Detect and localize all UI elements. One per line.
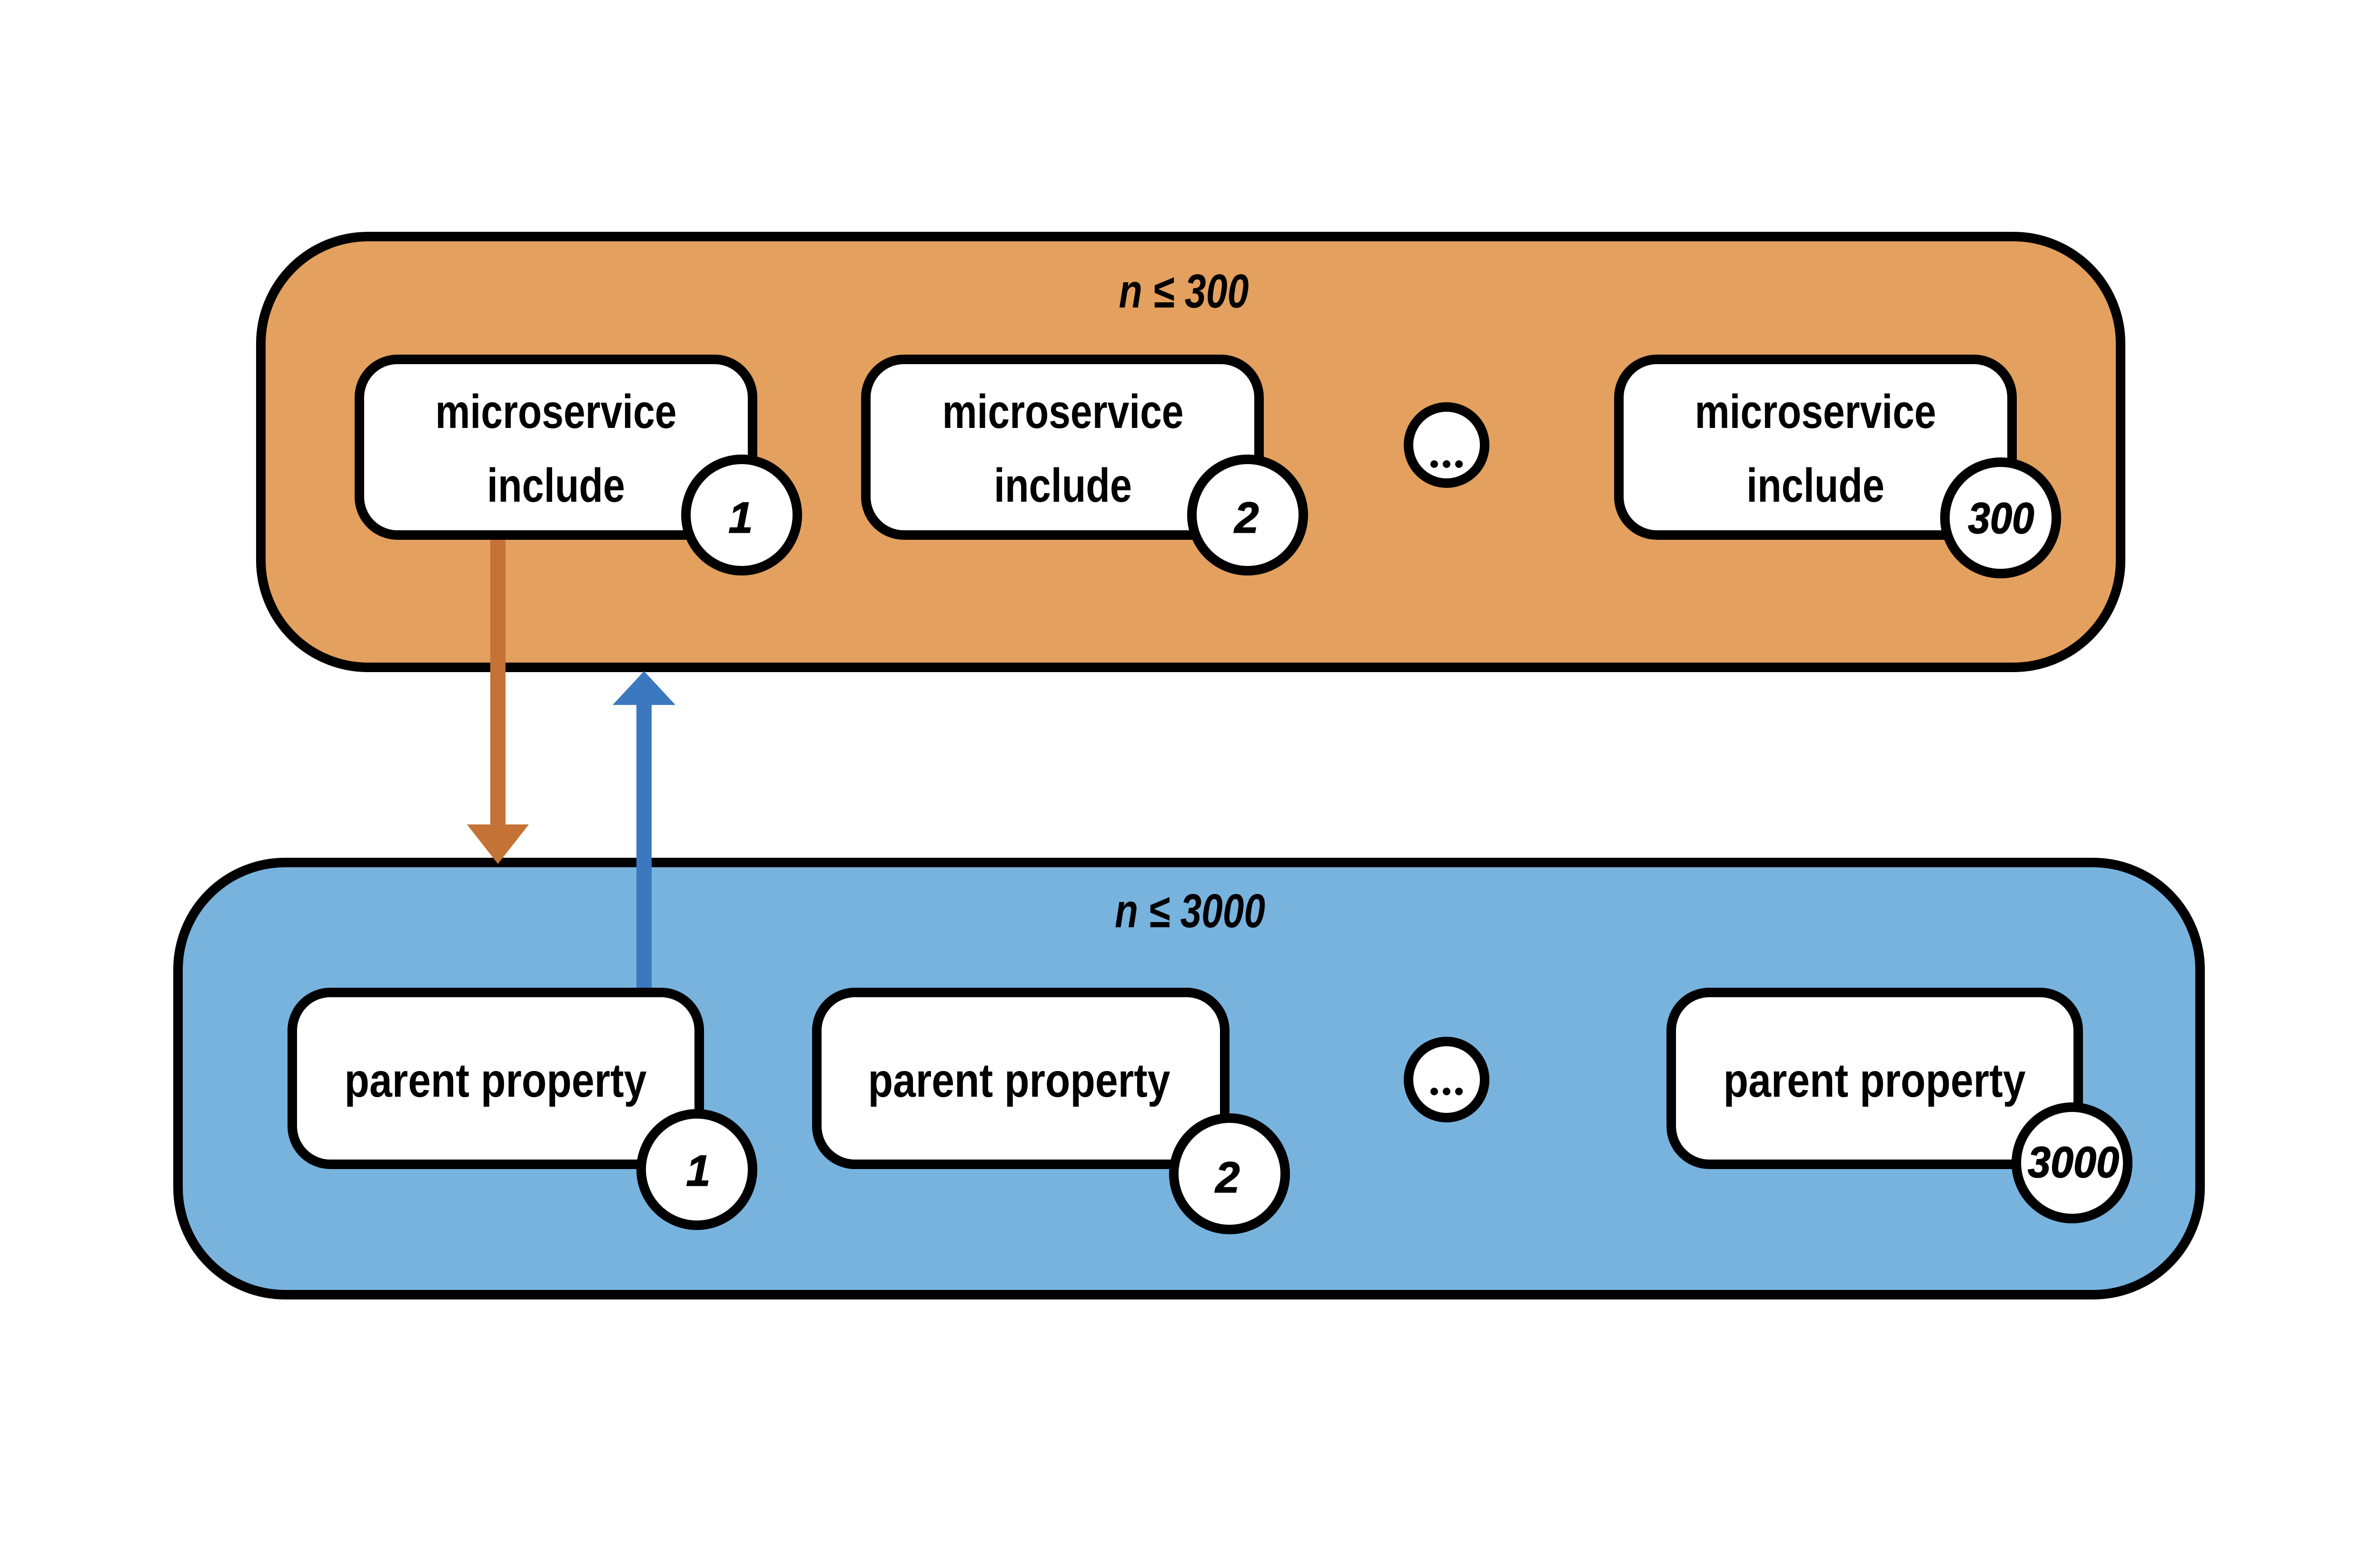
svg-text:2: 2	[1214, 1153, 1240, 1202]
svg-text:n ≤ 300: n ≤ 300	[1119, 265, 1249, 318]
svg-text:parent property: parent property	[868, 1054, 1170, 1107]
svg-text:parent property: parent property	[345, 1054, 647, 1107]
svg-text:include: include	[487, 459, 625, 512]
svg-text:microservice: microservice	[436, 385, 677, 438]
svg-text:n ≤ 3000: n ≤ 3000	[1115, 884, 1265, 938]
svg-text:300: 300	[1968, 494, 2034, 543]
svg-text:1: 1	[686, 1147, 710, 1195]
svg-text:include: include	[994, 459, 1132, 512]
svg-text:2: 2	[1233, 494, 1259, 542]
svg-text:parent property: parent property	[1724, 1054, 2026, 1107]
svg-text:include: include	[1746, 459, 1884, 512]
svg-text:3000: 3000	[2028, 1138, 2119, 1187]
svg-text:microservice: microservice	[942, 385, 1184, 438]
svg-text:microservice: microservice	[1695, 385, 1936, 438]
svg-text:1: 1	[728, 494, 753, 542]
